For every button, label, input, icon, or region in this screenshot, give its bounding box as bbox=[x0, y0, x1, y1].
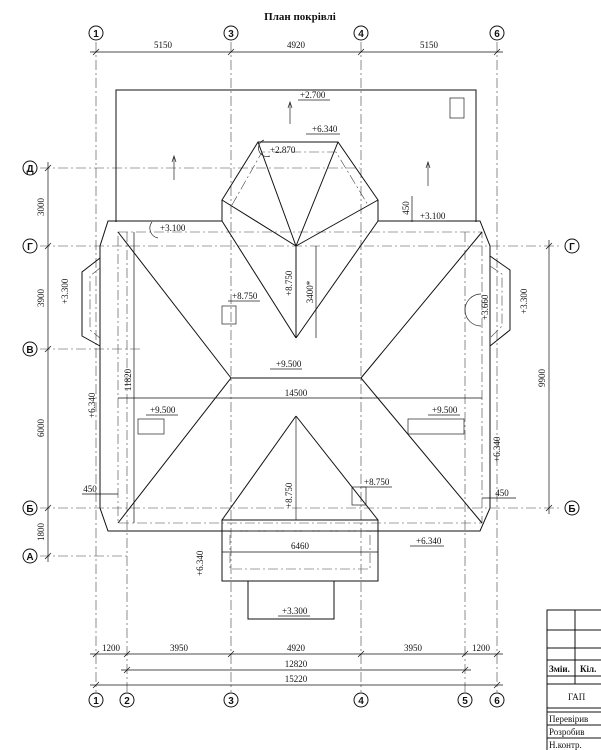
svg-text:В: В bbox=[26, 345, 33, 356]
svg-text:А: А bbox=[26, 552, 33, 563]
dim-bottom-4: 3950 bbox=[404, 643, 423, 653]
axis-bubble-top-6: 6 bbox=[489, 25, 505, 41]
level-3100-left: +3.100 bbox=[160, 223, 186, 233]
level-3300-left: +3.300 bbox=[60, 278, 70, 304]
svg-text:5: 5 bbox=[462, 696, 468, 707]
svg-text:Б: Б bbox=[568, 504, 575, 515]
level-2870: +2.870 bbox=[270, 145, 296, 155]
drawing-title: План покрівлі bbox=[264, 11, 336, 23]
axis-bubble-top-1: 1 bbox=[88, 25, 104, 41]
level-6340-left: +6.340 bbox=[87, 392, 97, 418]
stamp-checked: Перевірив bbox=[549, 714, 588, 724]
axis-bubble-bottom-4: 4 bbox=[353, 692, 369, 708]
dim-inner-width: 14500 bbox=[285, 388, 308, 398]
axis-bubble-bottom-6: 6 bbox=[489, 692, 505, 708]
svg-text:6: 6 bbox=[494, 29, 500, 40]
stamp-col-qty: Кіл. bbox=[580, 664, 596, 674]
dim-left-3: 6000 bbox=[36, 419, 46, 438]
axis-bubble-bottom-3: 3 bbox=[223, 692, 239, 708]
svg-text:4: 4 bbox=[358, 29, 364, 40]
axis-bubble-top-3: 3 bbox=[223, 25, 239, 41]
axis-bubble-top-4: 4 bbox=[353, 25, 369, 41]
left-dimension-chain: 3000 3900 6000 1800 bbox=[36, 162, 52, 562]
dim-ridge-height: 3400* bbox=[305, 280, 315, 303]
dim-top-1: 5150 bbox=[154, 40, 173, 50]
svg-text:3: 3 bbox=[228, 696, 234, 707]
dim-porch-width: 6460 bbox=[291, 541, 310, 551]
dim-top-3: 5150 bbox=[420, 40, 439, 50]
level-9500-center: +9.500 bbox=[276, 359, 302, 369]
title-block-stamp: Зміи. Кіл. ГАП Перевірив Розробив Н.конт… bbox=[546, 609, 601, 750]
porch: 6460 bbox=[221, 530, 379, 620]
svg-text:6: 6 bbox=[494, 696, 500, 707]
level-8750-top: +8.750 bbox=[284, 270, 294, 296]
dim-right-total: 9900 bbox=[537, 369, 547, 388]
axis-bubble-bottom-2: 2 bbox=[119, 692, 135, 708]
main-roof: 3400* bbox=[81, 139, 511, 532]
level-8750-right: +8.750 bbox=[364, 477, 390, 487]
level-6340-top: +6.340 bbox=[312, 124, 338, 134]
bottom-dimension-chain-2: 12820 bbox=[121, 659, 471, 674]
dim-overhang-top: 450 bbox=[401, 201, 411, 215]
level-6340-right: +6.340 bbox=[492, 436, 502, 462]
dim-bottom-2: 3950 bbox=[170, 643, 189, 653]
dim-bottom-5: 1200 bbox=[472, 643, 491, 653]
level-8750-low: +8.750 bbox=[284, 482, 294, 508]
dim-inner-height: 11820 bbox=[123, 368, 133, 391]
right-dimension-chain: 9900 bbox=[537, 240, 553, 514]
axis-bubble-left-D: Д bbox=[22, 160, 38, 176]
axis-bubble-left-V: В bbox=[22, 341, 38, 357]
top-dimension-chain: 5150 4920 5150 bbox=[90, 40, 503, 56]
level-2700: +2.700 bbox=[300, 90, 326, 100]
level-9500-left: +9.500 bbox=[150, 405, 176, 415]
bottom-dimension-chain-3: 15220 bbox=[90, 674, 503, 689]
bottom-dimension-chain-1: 1200 3950 4920 3950 1200 bbox=[90, 643, 503, 658]
axis-bubble-right-G: Г bbox=[564, 238, 580, 254]
level-3300-porch: +3.300 bbox=[282, 606, 308, 616]
lower-roof-outline bbox=[115, 89, 477, 222]
stamp-col-changes: Зміи. bbox=[549, 664, 570, 674]
svg-text:2: 2 bbox=[124, 696, 130, 707]
axis-bubble-left-G: Г bbox=[22, 238, 38, 254]
dim-overhang-left: 450 bbox=[83, 484, 97, 494]
axis-bubble-right-B: Б bbox=[564, 500, 580, 516]
slope-arrows bbox=[171, 100, 431, 186]
stamp-gap: ГАП bbox=[568, 692, 586, 702]
axis-bubble-left-B: Б bbox=[22, 500, 38, 516]
stamp-developed: Розробив bbox=[549, 727, 584, 737]
axis-bubble-left-A: А bbox=[22, 548, 38, 564]
svg-text:1: 1 bbox=[93, 696, 99, 707]
inner-dimensions: 14500 11820 450 450 450 bbox=[82, 196, 516, 523]
level-8750-mid: +8.750 bbox=[232, 291, 258, 301]
svg-text:3: 3 bbox=[228, 29, 234, 40]
dim-left-1: 3000 bbox=[36, 198, 46, 217]
svg-text:Г: Г bbox=[569, 242, 575, 253]
dim-left-2: 3900 bbox=[36, 289, 46, 308]
svg-text:Б: Б bbox=[26, 504, 33, 515]
dim-bottom-total: 15220 bbox=[285, 674, 308, 684]
level-3300-right: +3.300 bbox=[519, 288, 529, 314]
level-6340-bottom: +6.340 bbox=[416, 536, 442, 546]
stamp-normcontrol: Н.контр. bbox=[549, 740, 582, 750]
level-3100-right: +3.100 bbox=[420, 211, 446, 221]
level-6340-porch: +6.340 bbox=[195, 550, 205, 576]
dim-top-2: 4920 bbox=[287, 40, 306, 50]
dim-bottom-3: 4920 bbox=[287, 643, 306, 653]
dim-left-4: 1800 bbox=[36, 523, 46, 542]
svg-text:Д: Д bbox=[26, 164, 33, 175]
level-9500-right: +9.500 bbox=[432, 405, 458, 415]
axis-bubble-bottom-1: 1 bbox=[88, 692, 104, 708]
level-marks: +2.700 +6.340 +2.870 +3.100 +3.100 +3.30… bbox=[60, 90, 529, 617]
dim-bottom-1: 1200 bbox=[102, 643, 121, 653]
svg-text:1: 1 bbox=[93, 29, 99, 40]
axis-bubble-bottom-5: 5 bbox=[457, 692, 473, 708]
svg-text:4: 4 bbox=[358, 696, 364, 707]
svg-text:Г: Г bbox=[27, 242, 33, 253]
grid-axes bbox=[40, 42, 560, 692]
level-3660: +3.660 bbox=[480, 294, 490, 320]
dim-overhang-right: 450 bbox=[495, 488, 509, 498]
dim-bottom-total-inner: 12820 bbox=[285, 659, 308, 669]
